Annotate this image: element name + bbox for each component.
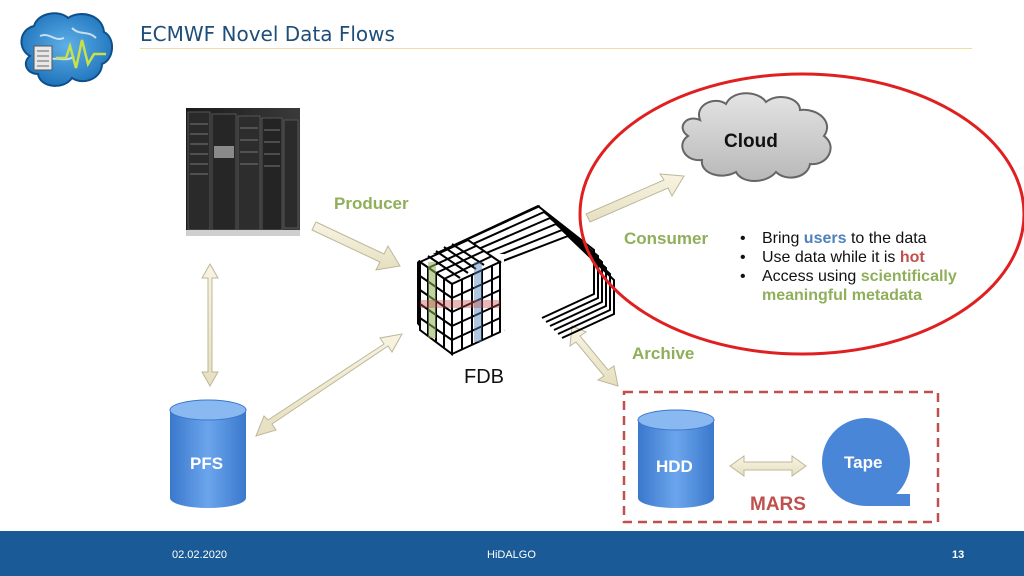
benefit-text: to the data: [846, 230, 927, 247]
benefit-text: users: [803, 230, 847, 247]
mars-box: [622, 390, 940, 524]
hdd-label: HDD: [656, 457, 693, 476]
hdd-tape-arrow: [729, 455, 807, 477]
page-title: ECMWF Novel Data Flows: [140, 22, 395, 46]
consumer-label: Consumer: [624, 229, 709, 248]
consumer-arrow: [585, 173, 685, 223]
producer-label: Producer: [334, 194, 409, 213]
footer-bar: [0, 531, 1024, 576]
benefit-text: scientifically meaningful metadata: [762, 268, 957, 304]
pfs-cylinder-icon: [169, 399, 247, 508]
supercomputer-icon: [186, 108, 300, 236]
benefit-item: Use data while it is hot: [738, 248, 1008, 267]
benefits-list: Bring users to the dataUse data while it…: [738, 229, 1008, 305]
archive-arrow: [569, 325, 619, 387]
cloud-label: Cloud: [724, 131, 778, 152]
cloud-icon: [681, 92, 832, 182]
fdb-label: FDB: [464, 366, 504, 388]
archive-label: Archive: [632, 344, 695, 363]
rack-pfs-arrow: [201, 262, 219, 388]
hidalgo-logo: [20, 12, 113, 87]
tape-icon: [822, 418, 910, 506]
benefit-text: Use data while it is: [762, 249, 900, 266]
benefit-item: Bring users to the data: [738, 229, 1008, 248]
pfs-fdb-arrow: [255, 333, 403, 437]
benefit-text: hot: [899, 249, 925, 266]
footer-date: 02.02.2020: [172, 549, 228, 561]
pfs-label: PFS: [190, 454, 224, 473]
mars-label: MARS: [750, 494, 806, 515]
benefit-text: Access using: [762, 268, 861, 285]
tape-label: Tape: [844, 453, 883, 472]
highlight-ellipse: [578, 72, 1024, 356]
fdb-datacube-icon: [417, 204, 615, 356]
benefit-text: Bring: [762, 230, 804, 247]
benefit-item: Access using scientifically meaningful m…: [738, 267, 1008, 305]
producer-arrow: [311, 221, 401, 271]
footer-project: HiDALGO: [487, 549, 536, 561]
title-divider: [140, 48, 972, 49]
page-number: 13: [952, 549, 965, 561]
hdd-cylinder-icon: [637, 409, 715, 508]
